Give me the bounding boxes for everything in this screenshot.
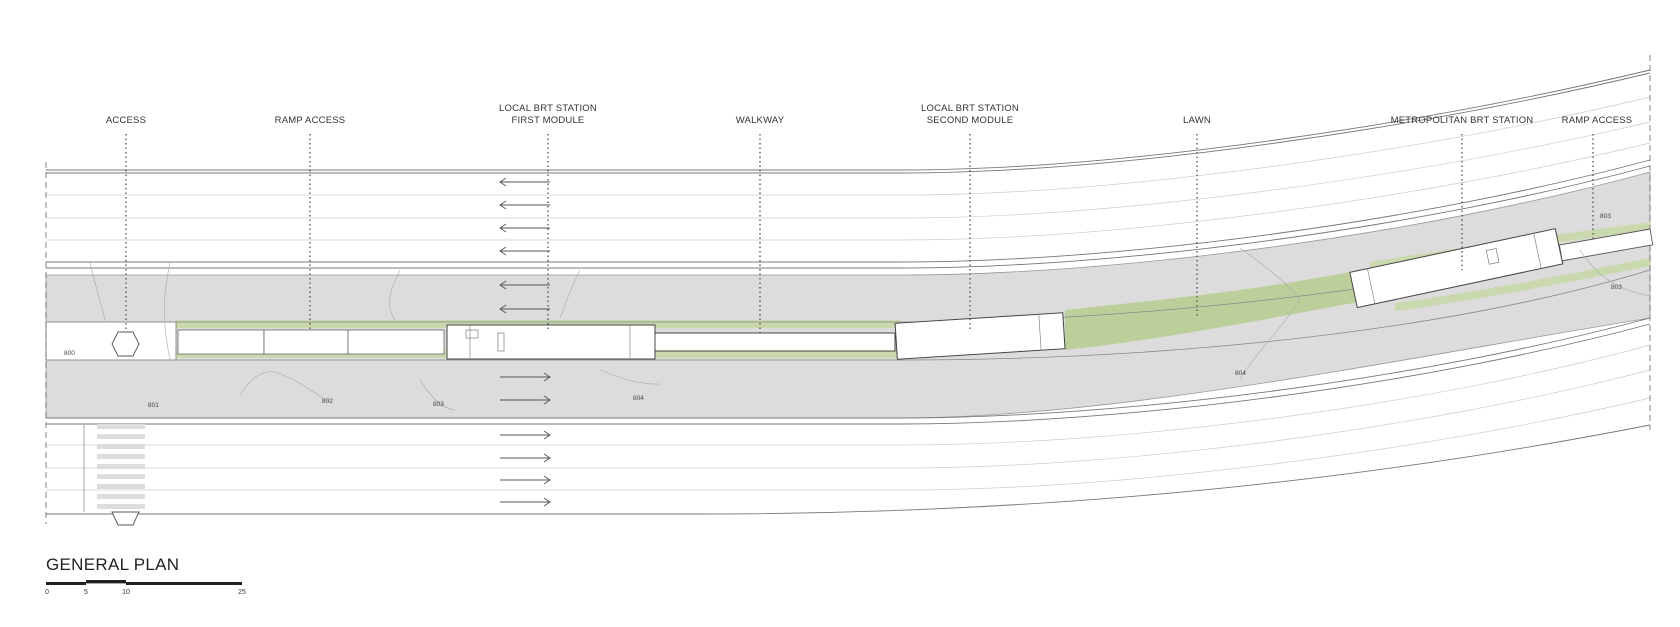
drawing-title: GENERAL PLAN — [46, 555, 180, 574]
callout-access: ACCESS — [105, 115, 147, 126]
ramp-access-right — [1558, 228, 1654, 262]
scale-tick: 0 — [45, 589, 49, 596]
lawn-area — [1065, 270, 1370, 350]
callout-ramp-access: RAMP ACCESS — [274, 115, 346, 126]
callout-metropolitan-brt-station: METROPOLITAN BRT STATION — [1390, 115, 1534, 126]
access-ramp — [111, 331, 140, 357]
local-brt-station-first-module — [446, 324, 656, 360]
lane-lines — [46, 96, 1651, 491]
contour-lines — [89, 247, 1651, 411]
boundary-lines — [45, 55, 1651, 524]
access-ramp — [111, 511, 140, 526]
crosswalk — [97, 424, 145, 509]
callout-ramp-access-right: RAMP ACCESS — [1561, 115, 1633, 126]
eastbound-arrows — [500, 372, 551, 507]
callout-lawn: LAWN — [1183, 115, 1211, 126]
westbound-arrows — [499, 177, 550, 314]
scale-tick: 10 — [122, 589, 130, 596]
metropolitan-brt-station — [1349, 228, 1564, 309]
scale-tick: 5 — [84, 589, 88, 596]
scale-tick: 25 — [238, 589, 246, 596]
walkway — [654, 332, 896, 352]
lawn-strip — [1395, 258, 1650, 311]
callout-walkway: WALKWAY — [735, 115, 785, 126]
road-lines — [46, 69, 1651, 515]
ramp-segments — [177, 329, 445, 355]
local-brt-station-second-module — [894, 312, 1066, 360]
access-plaza — [45, 321, 177, 361]
